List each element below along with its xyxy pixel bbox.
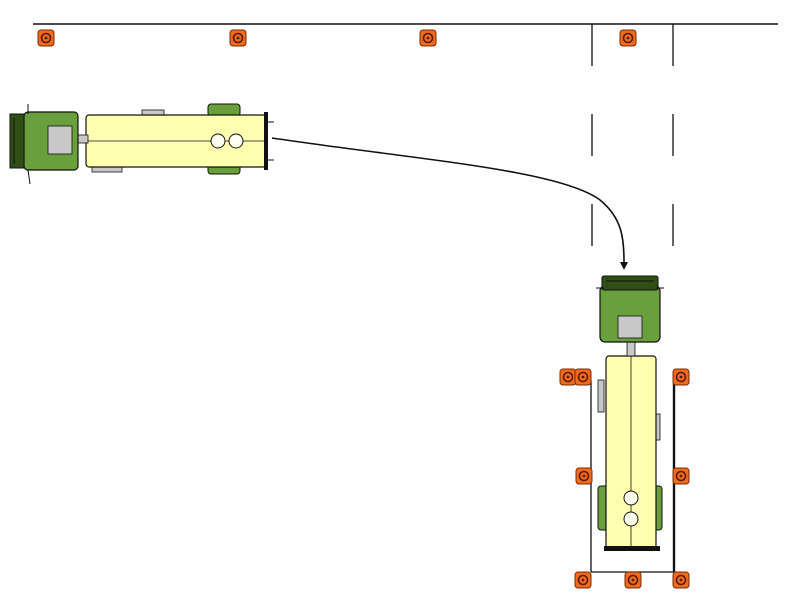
- traffic-cone-icon: [574, 571, 592, 589]
- path-curve: [271, 137, 628, 270]
- traffic-cone-icon: [574, 368, 592, 386]
- hitch-circle: [228, 133, 244, 149]
- traffic-cone-icon: [229, 29, 247, 47]
- tractor-trailer-start: [9, 103, 274, 185]
- cab-windshield: [601, 275, 659, 291]
- traffic-cone-icon: [559, 368, 577, 386]
- traffic-cone-icon: [419, 29, 437, 47]
- tractor-trailer-parked: [596, 275, 664, 551]
- hitch-circle: [623, 511, 639, 527]
- traffic-cone-icon: [575, 467, 593, 485]
- traffic-cone-icon: [37, 29, 55, 47]
- traffic-cone-icon: [672, 571, 690, 589]
- arrowhead-icon: [620, 262, 628, 270]
- hitch-circle: [210, 133, 226, 149]
- trailer-wheel: [207, 103, 241, 117]
- traffic-cone-icon: [672, 467, 690, 485]
- traffic-cone-icon: [672, 368, 690, 386]
- cab-windshield: [9, 113, 25, 169]
- hitch-circle: [623, 490, 639, 506]
- road-markings: [33, 23, 778, 573]
- traffic-cone-icon: [624, 571, 642, 589]
- traffic-cone-icon: [619, 29, 637, 47]
